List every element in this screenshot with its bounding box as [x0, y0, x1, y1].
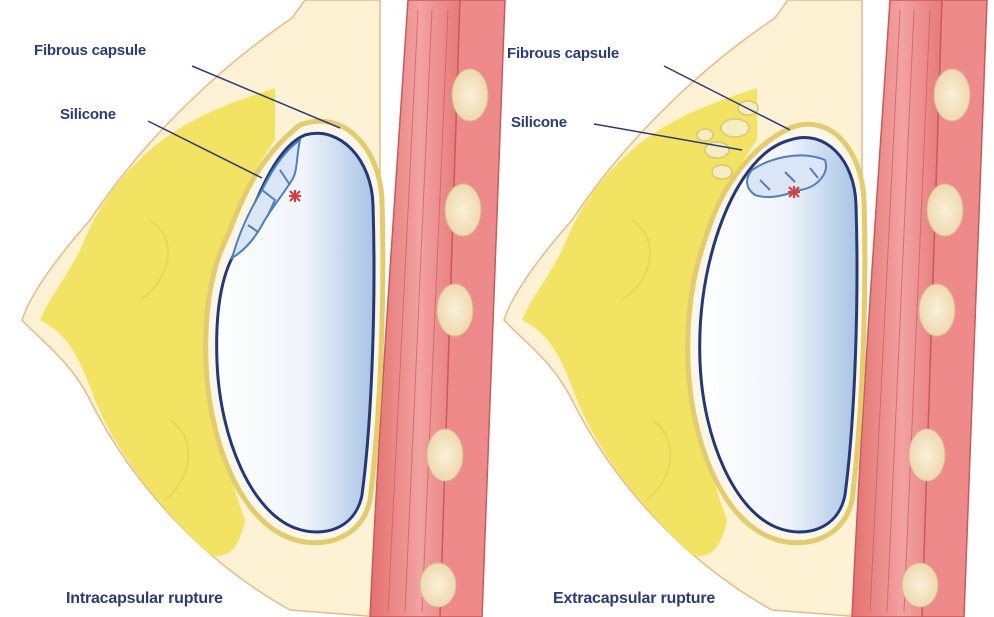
rib-3	[919, 284, 955, 336]
rib-3	[437, 284, 473, 336]
silicone-label: Silicone	[60, 106, 116, 123]
rib-4	[427, 429, 463, 481]
caption-intracapsular: Intracapsular rupture	[66, 590, 223, 608]
panel-extracapsular	[504, 0, 987, 617]
rib-5	[420, 563, 456, 607]
rupture-mark	[289, 190, 301, 202]
rib-2	[445, 184, 481, 236]
rib-4	[909, 429, 945, 481]
panel-intracapsular	[22, 0, 505, 617]
silicone-label: Silicone	[511, 114, 567, 131]
fibrous-capsule-label: Fibrous capsule	[507, 45, 619, 62]
caption-extracapsular: Extracapsular rupture	[553, 590, 715, 608]
rib-1	[934, 69, 970, 121]
fibrous-capsule-label: Fibrous capsule	[34, 42, 146, 59]
rupture-mark	[788, 186, 800, 198]
rib-1	[452, 69, 488, 121]
rib-2	[927, 184, 963, 236]
rib-5	[902, 563, 938, 607]
